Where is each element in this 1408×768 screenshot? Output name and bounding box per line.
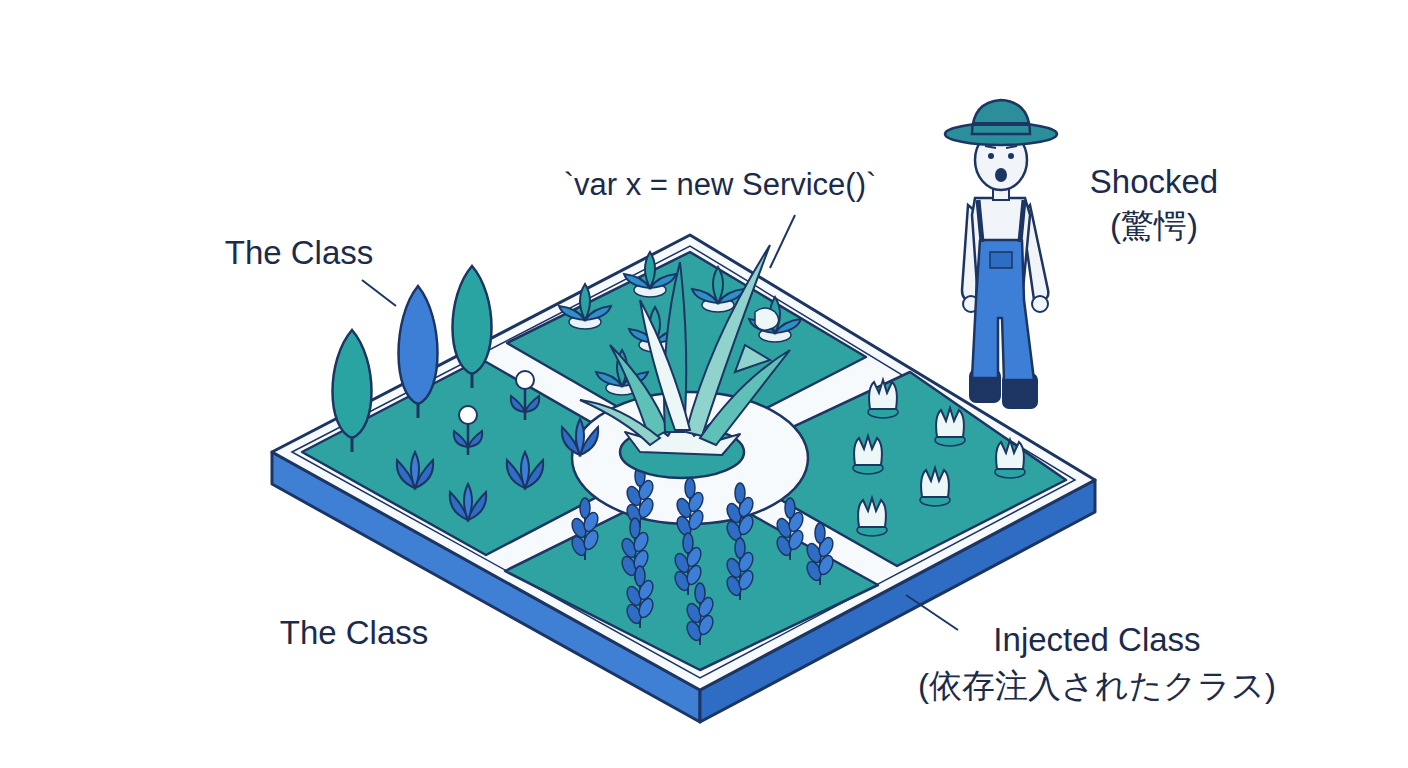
overalls: [972, 240, 1034, 380]
eye: [1008, 153, 1014, 159]
hat-crown: [972, 100, 1030, 134]
eye: [988, 153, 994, 159]
overall-strap: [1020, 200, 1024, 242]
wheat: [724, 483, 755, 545]
shrub: [450, 484, 486, 520]
weed: [580, 245, 790, 478]
wheat: [804, 523, 835, 585]
callout-label: Shocked (驚愕): [1070, 160, 1238, 248]
tree: [333, 330, 372, 452]
wheat: [674, 478, 705, 540]
callout-label: The Class: [262, 612, 446, 654]
tulip: [935, 408, 965, 446]
farmer: [945, 100, 1057, 408]
plant: [749, 297, 801, 342]
weed-spike: [580, 400, 660, 445]
shrub: [397, 452, 433, 488]
tulip: [995, 440, 1025, 478]
flower: [511, 371, 539, 420]
tulip: [853, 436, 883, 474]
wheat: [724, 538, 755, 600]
plant: [559, 284, 611, 329]
platform-inner-edge: [292, 246, 1075, 678]
shocked-mouth: [995, 168, 1007, 182]
plant: [624, 252, 676, 297]
tulip: [920, 468, 950, 506]
leader-line: [770, 215, 795, 268]
tulip: [857, 498, 887, 536]
callout-label: The Class: [208, 232, 390, 274]
tree: [453, 266, 492, 388]
hat-band: [973, 122, 1029, 126]
callout-label: Injected Class (依存注入されたクラス): [898, 617, 1296, 709]
overall-strap: [978, 200, 982, 242]
shrub: [507, 452, 543, 488]
flower: [454, 406, 482, 455]
tulip: [868, 380, 898, 418]
tree: [399, 286, 438, 418]
weed-flower: [755, 308, 779, 330]
wheat: [774, 498, 805, 560]
wheat: [569, 498, 600, 560]
weed-spike: [640, 300, 690, 430]
callout-label: `var x = new Service()`: [520, 165, 920, 205]
eyebrow: [985, 146, 1017, 148]
shrub: [562, 419, 598, 455]
wheat: [624, 566, 655, 628]
overall-pocket: [990, 252, 1012, 268]
leader-line: [906, 595, 958, 630]
hand: [1032, 296, 1048, 312]
weed-spike: [735, 345, 770, 372]
leader-line: [362, 280, 396, 306]
wheat: [684, 583, 715, 645]
